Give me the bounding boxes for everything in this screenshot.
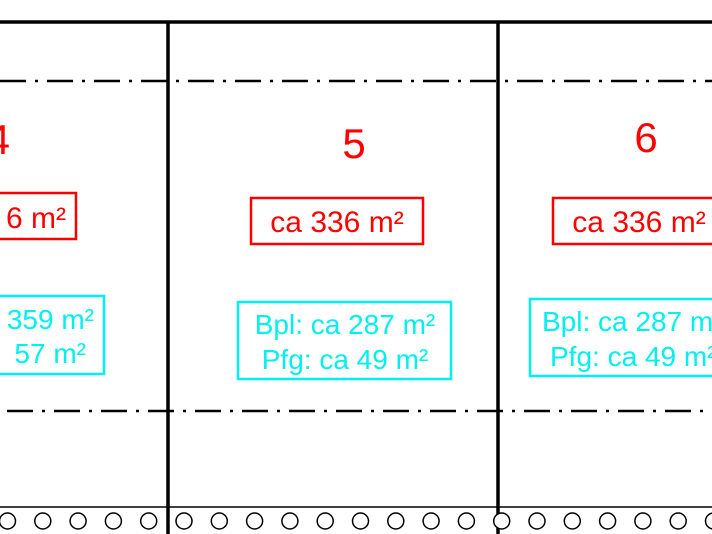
lot-area-box <box>551 196 712 246</box>
pfg-area: Pfg: ca 49 m² <box>550 341 712 372</box>
tree-circle-icon <box>281 512 299 530</box>
tree-circle-icon <box>422 512 440 530</box>
tree-circle-icon <box>351 512 370 530</box>
lot-number: 6 <box>634 114 657 161</box>
lot-area: ca 336 m² <box>270 206 403 239</box>
bpl-area: Bpl: ca 287 m² <box>542 306 712 337</box>
tree-circle-icon <box>175 512 193 530</box>
tree-circle-icon <box>210 512 229 530</box>
street-trees-row <box>0 512 712 530</box>
lot-number: 4 <box>0 116 10 163</box>
tree-circle-icon <box>563 512 582 530</box>
tree-circle-icon <box>34 512 52 530</box>
building-area-box <box>236 300 453 381</box>
tree-circle-icon <box>598 512 617 530</box>
pfg-area: 57 m² <box>14 338 86 369</box>
bpl-area: Bpl: ca 287 m² <box>255 309 436 340</box>
tree-circle-icon <box>104 512 123 530</box>
tree-circle-icon <box>457 512 476 530</box>
lot-5: 5 ca 336 m² Bpl: ca 287 m² Pfg: ca 49 m² <box>236 120 453 381</box>
tree-circle-icon <box>69 512 87 530</box>
tree-circle-icon <box>387 512 405 530</box>
lot-6: 6 ca 336 m² Bpl: ca 287 m² Pfg: ca 49 m² <box>528 114 712 378</box>
lot-area: 6 m² <box>6 202 66 235</box>
lot-area-box <box>249 196 425 246</box>
building-area-box <box>528 297 712 378</box>
tree-circle-icon <box>139 512 158 530</box>
tree-circle-icon <box>492 512 511 530</box>
pfg-area: Pfg: ca 49 m² <box>262 344 429 375</box>
tree-circle-icon <box>669 512 687 530</box>
lot-4: 4 6 m² 359 m² 57 m² <box>0 116 106 376</box>
building-area-box <box>0 294 106 376</box>
tree-circle-icon <box>634 512 652 530</box>
tree-circle-icon <box>245 512 264 530</box>
tree-circle-icon <box>704 512 712 530</box>
lot-area: ca 336 m² <box>572 206 705 239</box>
tree-circle-icon <box>0 512 17 530</box>
lot-area-box <box>0 191 78 241</box>
lot-number: 5 <box>342 120 365 167</box>
bpl-area: 359 m² <box>7 304 94 335</box>
tree-circle-icon <box>316 512 334 530</box>
tree-circle-icon <box>528 512 546 530</box>
